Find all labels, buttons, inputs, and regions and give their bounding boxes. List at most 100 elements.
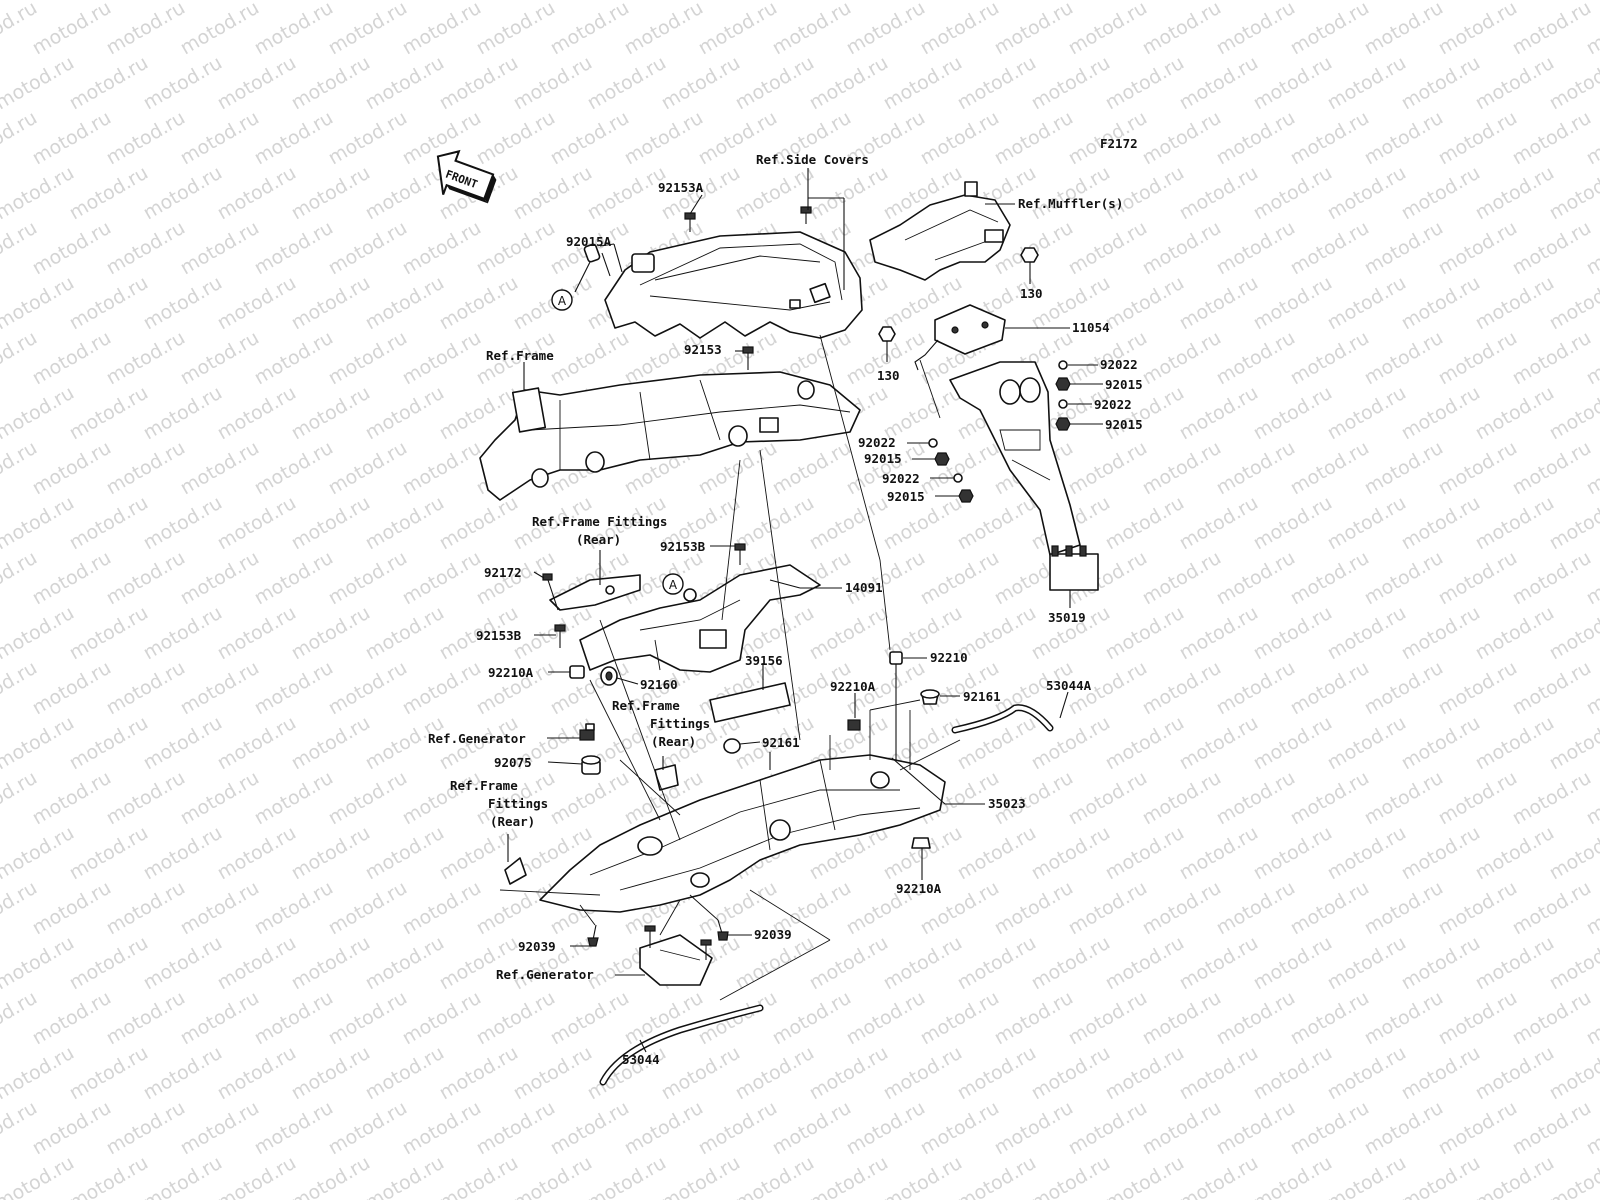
part-labels: Ref.Side Covers 92153A 92015A Ref.Muffle… <box>428 152 1143 1067</box>
watermark-text: motod.ru <box>1250 0 1336 4</box>
label-130-left: 130 <box>877 368 900 383</box>
watermark-text: motod.ru <box>1176 1042 1262 1105</box>
watermark-text: motod.ru <box>1250 162 1336 225</box>
watermark-text: motod.ru <box>288 492 374 555</box>
watermark-text: motod.ru <box>1102 822 1188 885</box>
watermark-text: motod.ru <box>1065 437 1151 500</box>
watermark-text: motod.ru <box>547 1097 633 1160</box>
watermark-text: motod.ru <box>1250 822 1336 885</box>
watermark-text: motod.ru <box>1435 0 1521 59</box>
watermark-text: motod.ru <box>1213 877 1299 940</box>
watermark-text: motod.ru <box>473 1097 559 1160</box>
watermark-text: motod.ru <box>991 877 1077 940</box>
watermark-text: motod.ru <box>436 272 522 335</box>
watermark-text: motod.ru <box>1139 327 1225 390</box>
watermark-text: motod.ru <box>399 877 485 940</box>
watermark-text: motod.ru <box>510 602 596 665</box>
watermark-text: motod.ru <box>1435 107 1521 170</box>
muffler-bracket-illustration <box>869 181 1011 281</box>
watermark-text: motod.ru <box>547 0 633 59</box>
watermark-text: motod.ru <box>1028 932 1114 995</box>
watermark-text: motod.ru <box>177 327 263 390</box>
watermark-text: motod.ru <box>1139 987 1225 1050</box>
watermark-text: motod.ru <box>1139 107 1225 170</box>
cap-92161-b-icon <box>723 738 741 754</box>
watermark-text: motod.ru <box>1102 492 1188 555</box>
label-92172: 92172 <box>484 565 522 580</box>
watermark-text: motod.ru <box>843 1097 929 1160</box>
watermark-text: motod.ru <box>917 0 1003 59</box>
watermark-text: motod.ru <box>325 877 411 940</box>
watermark-text: motod.ru <box>362 492 448 555</box>
watermark-text: motod.ru <box>806 492 892 555</box>
mount-plate-11054-illustration <box>914 304 1006 371</box>
watermark-text: motod.ru <box>1250 932 1336 995</box>
watermark-text: motod.ru <box>510 1152 596 1200</box>
label-ref-frame: Ref.Frame <box>486 348 554 363</box>
watermark-text: motod.ru <box>325 547 411 610</box>
watermark-text: motod.ru <box>251 657 337 720</box>
watermark-text: motod.ru <box>1398 822 1484 885</box>
watermark-text: motod.ru <box>547 327 633 390</box>
watermark-text: motod.ru <box>1065 987 1151 1050</box>
frame-fittings-bracket-illustration <box>549 574 641 611</box>
watermark-text: motod.ru <box>1361 657 1447 720</box>
front-arrow-icon: FRONT <box>436 149 497 204</box>
watermark-text: motod.ru <box>954 1152 1040 1200</box>
watermark-text: motod.ru <box>251 107 337 170</box>
watermark-text: motod.ru <box>399 767 485 830</box>
watermark-text: motod.ru <box>1398 382 1484 445</box>
watermark-text: motod.ru <box>1213 217 1299 280</box>
watermark-text: motod.ru <box>1435 767 1521 830</box>
watermark-text: motod.ru <box>1472 162 1558 225</box>
watermark-text: motod.ru <box>214 1152 300 1200</box>
watermark-text: motod.ru <box>1213 657 1299 720</box>
label-92210A-c: 92210A <box>896 881 942 896</box>
watermark-text: motod.ru <box>399 437 485 500</box>
watermark-text: motod.ru <box>1361 0 1447 59</box>
label-53044: 53044 <box>622 1052 660 1067</box>
watermark-text: motod.ru <box>0 1042 78 1105</box>
watermark-text: motod.ru <box>843 547 929 610</box>
watermark-text: motod.ru <box>288 712 374 775</box>
watermark-text: motod.ru <box>1472 1042 1558 1105</box>
watermark-text: motod.ru <box>177 107 263 170</box>
watermark-text: motod.ru <box>1176 0 1262 4</box>
watermark-text: motod.ru <box>288 932 374 995</box>
watermark-text: motod.ru <box>0 0 78 4</box>
watermark-text: motod.ru <box>880 932 966 995</box>
bolt-92039-b-icon <box>717 919 729 941</box>
label-14091: 14091 <box>845 580 883 595</box>
collar-92210A-c-icon <box>911 837 931 849</box>
watermark-text: motod.ru <box>66 1152 152 1200</box>
watermark-text: motod.ru <box>177 987 263 1050</box>
watermark-text: motod.ru <box>954 932 1040 995</box>
watermark-text: motod.ru <box>1361 767 1447 830</box>
damper-92075-icon <box>581 755 601 775</box>
bolt-92153B-a-icon <box>734 543 746 565</box>
label-92160: 92160 <box>640 677 678 692</box>
watermark-text: motod.ru <box>177 437 263 500</box>
watermark-text: motod.ru <box>917 107 1003 170</box>
watermark-text: motod.ru <box>1287 767 1373 830</box>
watermark-text: motod.ru <box>1472 932 1558 995</box>
label-92153A: 92153A <box>658 180 704 195</box>
watermark-text: motod.ru <box>399 987 485 1050</box>
watermark-text: motod.ru <box>288 822 374 885</box>
watermark-text: motod.ru <box>1287 657 1373 720</box>
watermark-text: motod.ru <box>29 657 115 720</box>
watermark-text: motod.ru <box>658 0 744 4</box>
watermark-text: motod.ru <box>140 492 226 555</box>
watermark-text: motod.ru <box>140 1042 226 1105</box>
watermark-text: motod.ru <box>473 0 559 59</box>
watermark-text: motod.ru <box>362 822 448 885</box>
watermark-text: motod.ru <box>1361 547 1447 610</box>
watermark-text: motod.ru <box>1398 712 1484 775</box>
watermark-text: motod.ru <box>251 987 337 1050</box>
watermark-text: motod.ru <box>1324 1042 1410 1105</box>
watermark-text: motod.ru <box>362 382 448 445</box>
watermark-text: motod.ru <box>1398 162 1484 225</box>
label-ref-generator-2: Ref.Generator <box>496 967 594 982</box>
watermark-text: motod.ru <box>1546 932 1600 995</box>
watermark-text: motod.ru <box>29 0 115 59</box>
